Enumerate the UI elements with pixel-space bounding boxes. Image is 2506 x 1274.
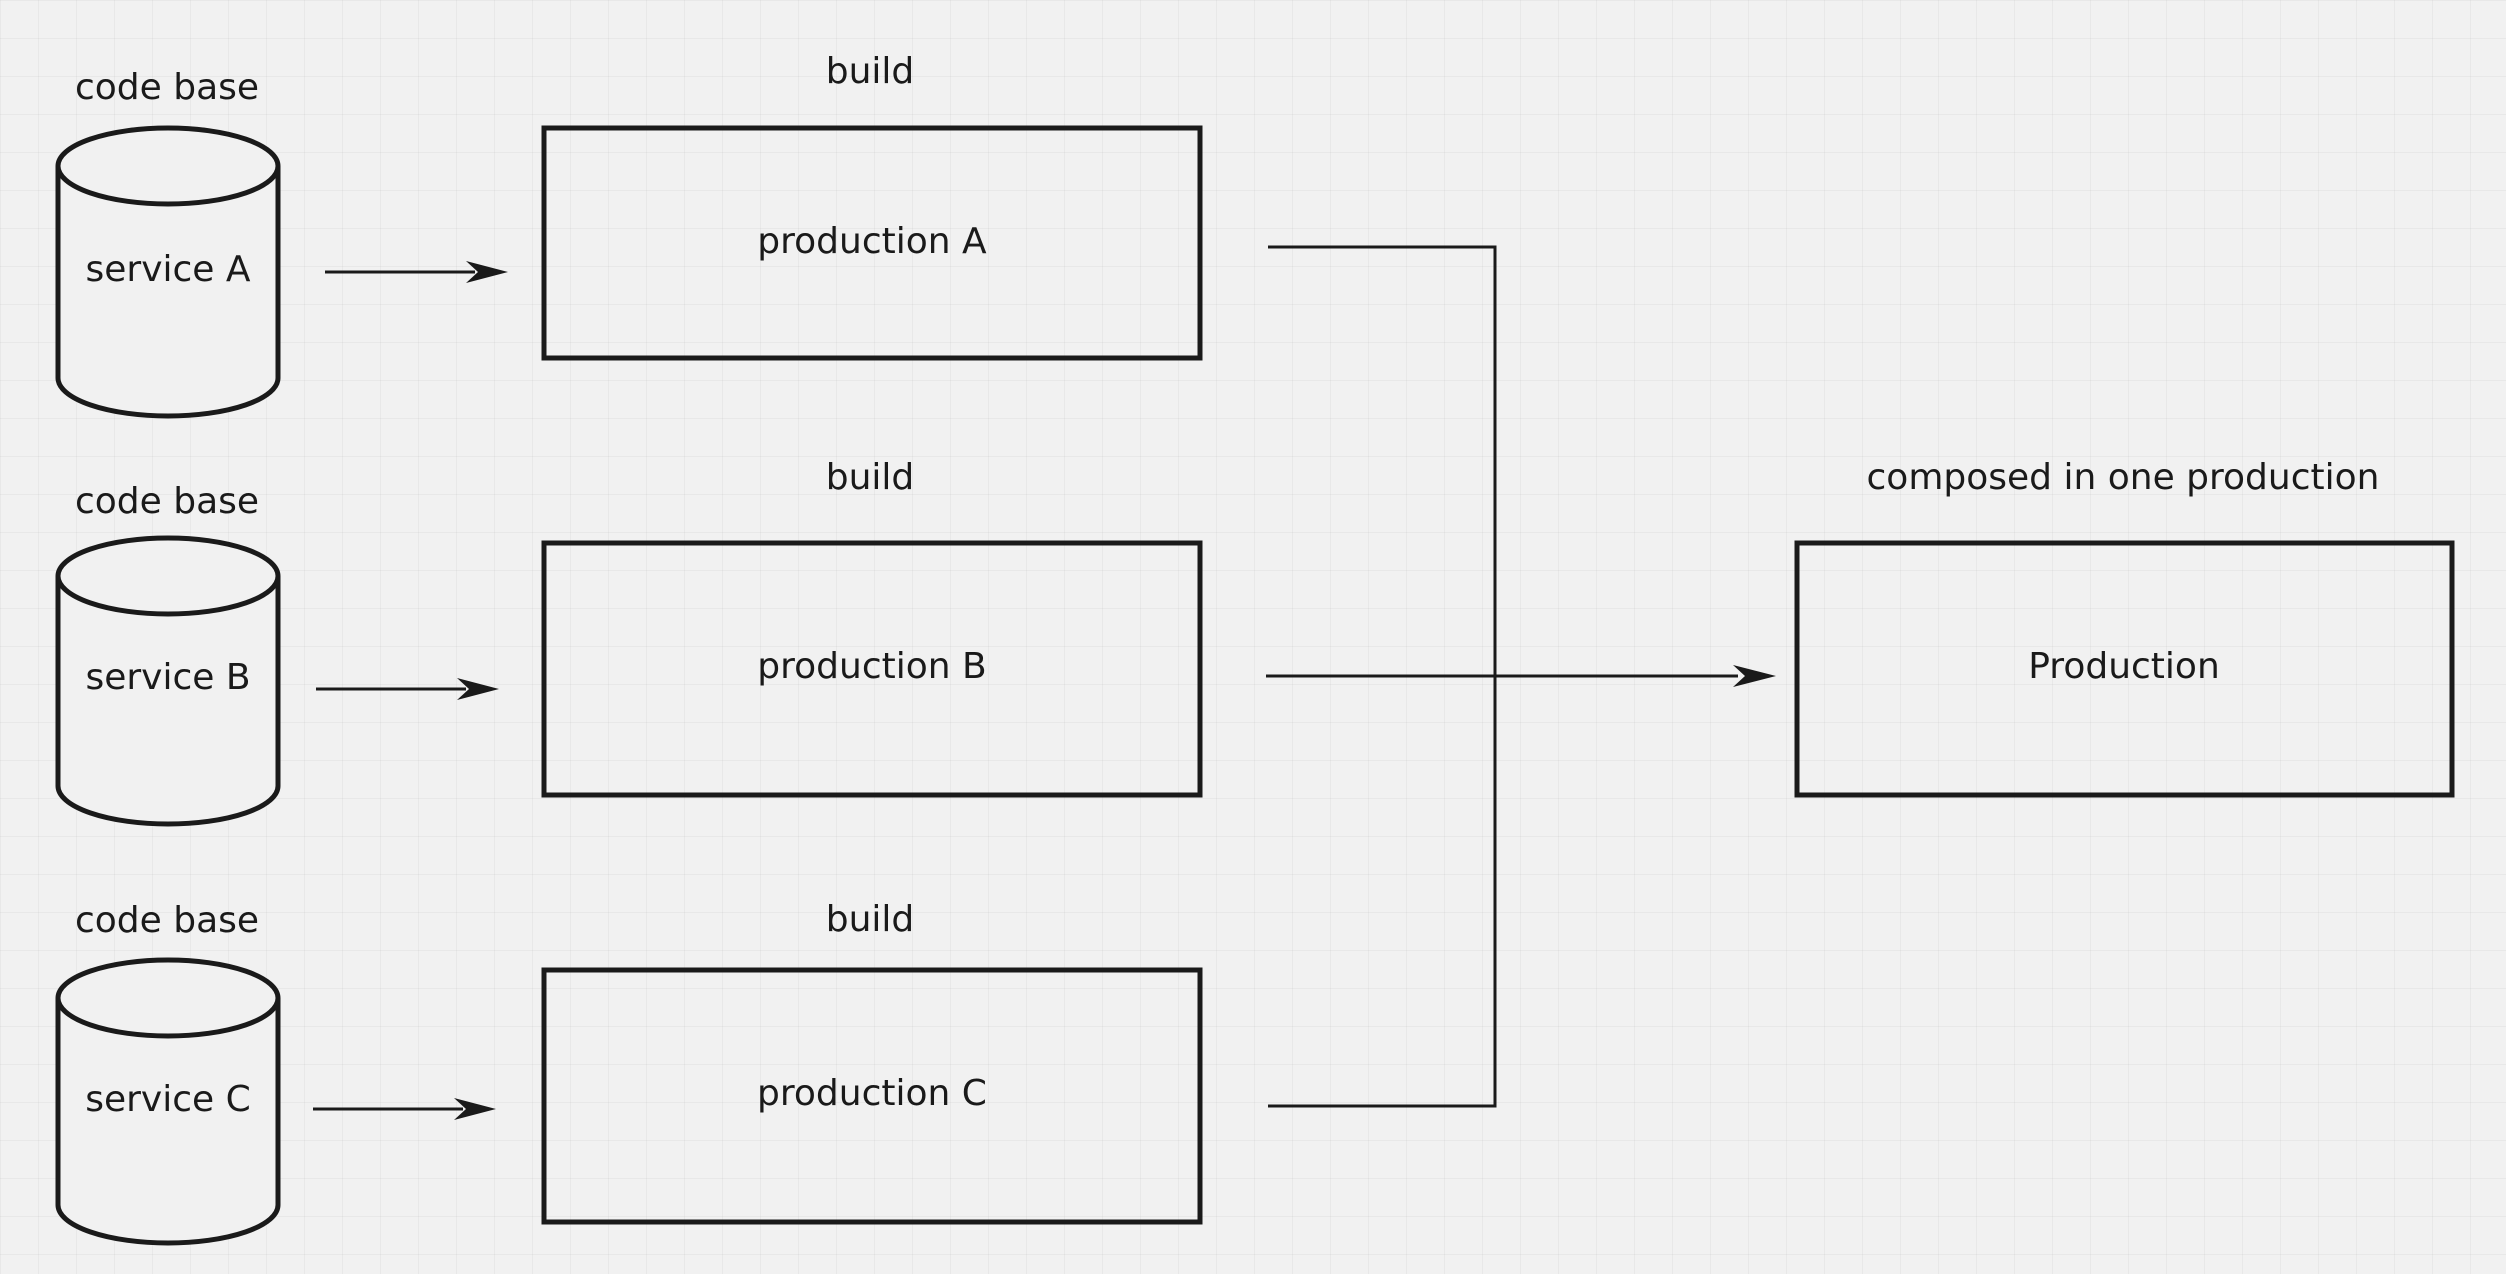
production-c-box — [541, 967, 1203, 1225]
merge-connector[interactable] — [1266, 245, 1776, 1108]
production-c-node[interactable]: build production C — [541, 899, 1203, 1225]
service-b-caption: code base — [75, 481, 259, 522]
arrow-service-b-to-production-b[interactable] — [316, 678, 499, 700]
service-a-cylinder-top — [55, 125, 281, 207]
service-a-cylinder-body — [55, 166, 281, 419]
arrowhead-icon — [454, 1098, 496, 1120]
production-c-caption: build — [826, 899, 915, 940]
production-b-caption: build — [826, 457, 915, 498]
service-a-label: service A — [85, 249, 250, 290]
arrow-service-c-to-production-c[interactable] — [313, 1098, 496, 1120]
service-b-label: service B — [85, 657, 250, 698]
production-a-label: production A — [757, 221, 987, 262]
production-target-caption: composed in one production — [1867, 457, 2380, 498]
arrow-service-a-to-production-a[interactable] — [325, 261, 508, 283]
production-a-node[interactable]: build production A — [541, 51, 1203, 361]
production-a-box — [541, 125, 1203, 361]
production-target-node[interactable]: composed in one production Production — [1794, 457, 2455, 798]
service-b-cylinder-top — [55, 535, 281, 617]
connector-production-a — [1268, 245, 1497, 676]
production-target-label: Production — [2028, 646, 2220, 687]
production-target-box — [1794, 540, 2455, 798]
production-c-label: production C — [757, 1073, 987, 1114]
service-b-node[interactable]: code base service B — [55, 481, 281, 827]
production-b-box — [541, 540, 1203, 798]
service-c-cylinder-body — [55, 998, 281, 1246]
service-b-cylinder-body — [55, 576, 281, 827]
production-b-label: production B — [757, 646, 986, 687]
arrowhead-icon — [457, 678, 499, 700]
service-c-label: service C — [85, 1079, 251, 1120]
service-a-caption: code base — [75, 67, 259, 108]
service-c-cylinder-top — [55, 957, 281, 1039]
connector-production-c — [1268, 676, 1497, 1108]
arrowhead-icon — [1733, 665, 1776, 687]
production-a-caption: build — [826, 51, 915, 92]
service-c-caption: code base — [75, 900, 259, 941]
service-c-node[interactable]: code base service C — [55, 900, 281, 1246]
production-b-node[interactable]: build production B — [541, 457, 1203, 798]
arrowhead-icon — [466, 261, 508, 283]
service-a-node[interactable]: code base service A — [55, 67, 281, 419]
